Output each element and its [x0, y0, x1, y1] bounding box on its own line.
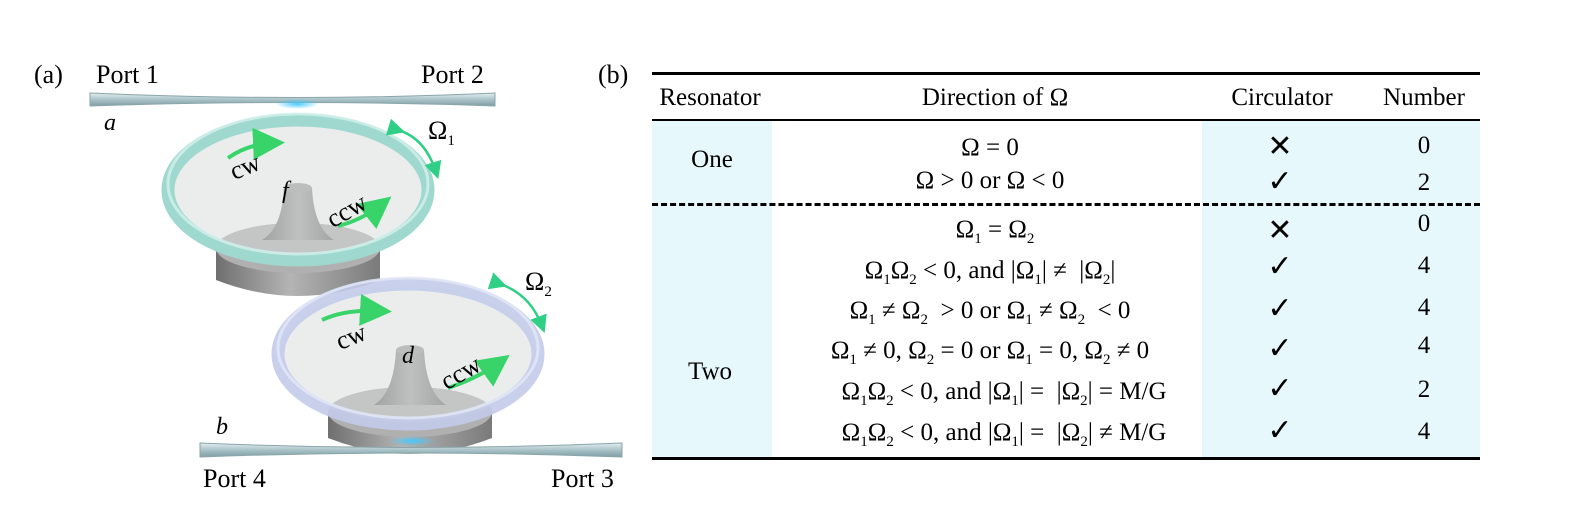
bottom-ring-disk: [280, 286, 536, 422]
bottom-ccw-arrow-icon: [447, 354, 510, 390]
row-number: 4: [1417, 332, 1431, 359]
header-number: Number: [1383, 84, 1465, 111]
row-number: 4: [1417, 252, 1431, 279]
no-circulator-cross-icon: ✕: [1267, 130, 1293, 163]
summary-table: Resonator Direction of Ω Circulator Numb…: [652, 72, 1480, 462]
bottom-cw-arrow-icon: [321, 293, 392, 326]
row-direction: Ω1 ≠ 0, Ω2 = 0 or Ω1 = 0, Ω2 ≠ 0: [830, 337, 1150, 368]
row-number: 4: [1417, 418, 1431, 445]
top-rule: [652, 72, 1480, 75]
port2-label: Port 2: [421, 60, 484, 89]
header-direction: Direction of Ω: [921, 84, 1069, 111]
panel-b-label: (b): [598, 60, 629, 89]
waveguide-b-label: b: [216, 414, 228, 440]
top-ccw-arrow-icon: [337, 196, 392, 229]
shade-right-cols: [1202, 120, 1480, 460]
header-circulator: Circulator: [1231, 84, 1333, 111]
row-number: 2: [1417, 169, 1431, 196]
row-direction: Ω1Ω2 < 0, and |Ω1| = |Ω2| = M/G: [841, 378, 1167, 409]
group-one-label: One: [691, 146, 733, 173]
group-two-label: Two: [687, 358, 733, 385]
row-direction: Ω1 ≠ Ω2 > 0 or Ω1 ≠ Ω2 < 0: [849, 297, 1131, 328]
resonator-f-label: f: [282, 178, 289, 204]
omega2-rotation-icon: [487, 272, 547, 334]
port1-label: Port 1: [96, 60, 159, 89]
no-circulator-cross-icon: ✕: [1267, 214, 1293, 247]
device-diagram: [89, 92, 623, 458]
circulator-check-icon: ✓: [1267, 372, 1293, 405]
circulator-check-icon: ✓: [1267, 292, 1293, 325]
circulator-check-icon: ✓: [1267, 332, 1293, 365]
row-direction: Ω = 0: [961, 134, 1019, 161]
circulator-check-icon: ✓: [1267, 250, 1293, 283]
row-number: 4: [1417, 294, 1431, 321]
top-cw-arrow-icon: [226, 127, 285, 160]
header-resonator: Resonator: [659, 84, 761, 111]
waveguide-a-label: a: [104, 110, 116, 136]
row-direction: Ω > 0 or Ω < 0: [915, 167, 1065, 194]
row-direction: Ω1Ω2 < 0, and |Ω1| ≠ |Ω2|: [864, 257, 1116, 288]
circulator-check-icon: ✓: [1267, 414, 1293, 447]
shade-resonator-col: [652, 120, 772, 460]
omega1-rotation-icon: [385, 118, 442, 180]
header-rule: [652, 119, 1480, 121]
bottom-waveguide: [199, 436, 623, 458]
resonator-d-label: d: [402, 343, 414, 369]
row-number: 2: [1417, 376, 1431, 403]
row-direction: Ω1Ω2 < 0, and |Ω1| = |Ω2| ≠ M/G: [841, 419, 1167, 450]
row-direction: Ω1 = Ω2: [955, 216, 1035, 247]
circulator-check-icon: ✓: [1267, 165, 1293, 198]
row-number: 0: [1417, 210, 1431, 237]
row-number: 0: [1417, 132, 1431, 159]
group-divider: [652, 203, 1480, 206]
omega2-label: Ω2: [525, 267, 552, 300]
bottom-rule: [652, 457, 1480, 460]
port4-label: Port 4: [203, 464, 266, 493]
port3-label: Port 3: [551, 464, 614, 493]
top-waveguide: [89, 92, 496, 109]
panel-a-label: (a): [34, 60, 63, 89]
omega1-label: Ω1: [428, 116, 455, 149]
